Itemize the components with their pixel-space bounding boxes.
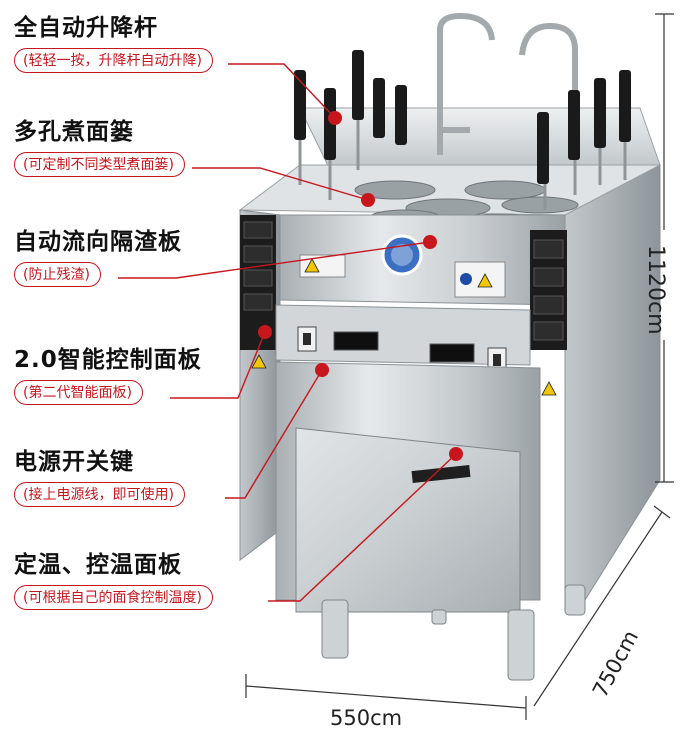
dimension-lines — [245, 13, 674, 720]
feature-title: 自动流向隔渣板 — [14, 229, 182, 255]
callout-dots — [258, 111, 463, 461]
feature-temp-panel: 定温、控温面板 (可根据自己的面食控制温度) — [14, 545, 213, 610]
feature-smart-panel: 2.0智能控制面板 (第二代智能面板) — [14, 340, 202, 405]
door-handle-slot — [411, 465, 471, 483]
feature-title: 2.0智能控制面板 — [14, 347, 202, 373]
lift-rods — [294, 50, 631, 210]
feature-subtitle: (可根据自己的面食控制温度) — [14, 585, 213, 610]
feature-lift-rod: 全自动升降杆 (轻轻一按，升降杆自动升降) — [14, 8, 213, 73]
feature-baskets: 多孔煮面篓 (可定制不同类型煮面篓) — [14, 112, 185, 177]
feature-subtitle: (第二代智能面板) — [14, 380, 143, 405]
feature-title: 电源开关键 — [14, 449, 134, 475]
feature-subtitle: (可定制不同类型煮面篓) — [14, 152, 185, 177]
feature-title: 定温、控温面板 — [14, 552, 182, 578]
cabinet-door — [295, 427, 521, 613]
dimension-width-label: 550cm — [330, 706, 403, 730]
feature-power-switch: 电源开关键 (接上电源线，即可使用) — [14, 442, 185, 507]
warning-label-left — [299, 254, 346, 278]
feature-subtitle: (轻轻一按，升降杆自动升降) — [14, 48, 213, 73]
logo-seal — [381, 234, 423, 276]
feature-subtitle: (防止残渣) — [14, 262, 101, 287]
legs — [321, 584, 586, 681]
faucet — [437, 12, 578, 155]
thermostat-right — [429, 343, 475, 363]
dimension-height-label: 1120cm — [643, 245, 668, 335]
callout-lines — [118, 63, 457, 602]
right-side-panel — [564, 164, 661, 601]
feature-subtitle: (接上电源线，即可使用) — [14, 482, 185, 507]
feature-title: 全自动升降杆 — [14, 15, 158, 41]
feature-filter-plate: 自动流向隔渣板 (防止残渣) — [14, 222, 182, 287]
feature-title: 多孔煮面篓 — [14, 119, 134, 145]
thermostat-left — [333, 331, 379, 351]
